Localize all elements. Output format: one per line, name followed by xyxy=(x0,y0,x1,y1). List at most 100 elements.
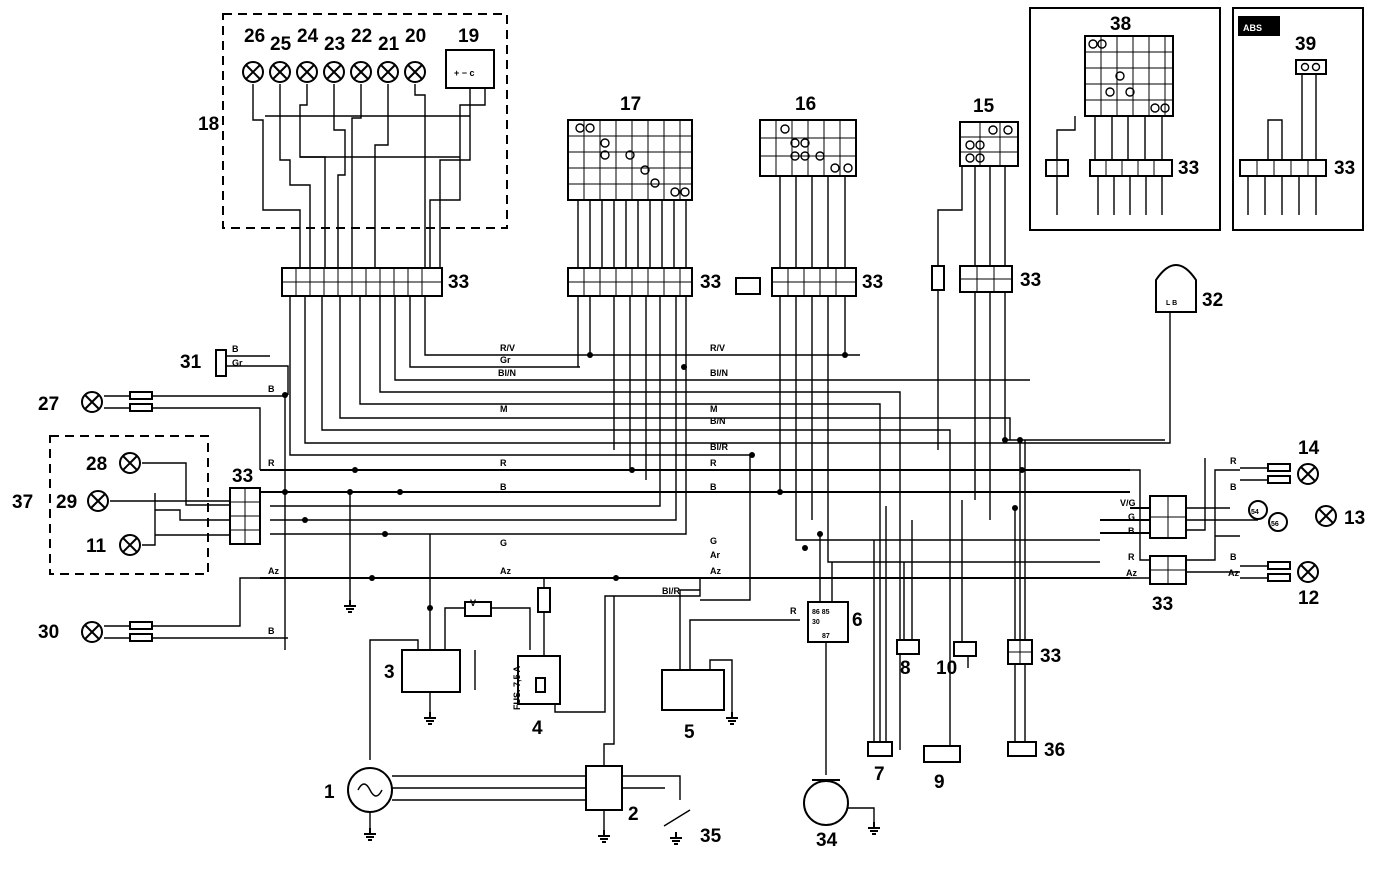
label-14: 14 xyxy=(1298,438,1320,459)
label-35: 35 xyxy=(700,826,722,847)
wire-color-label: Gr xyxy=(500,355,511,365)
connector-36 xyxy=(1007,741,1037,757)
label-39: 39 xyxy=(1295,34,1316,55)
label-22: 22 xyxy=(351,26,372,47)
wire-color-label: Az xyxy=(710,566,721,576)
label-29: 29 xyxy=(56,492,77,513)
label-15: 15 xyxy=(973,96,995,117)
relay-pins-mid: 30 xyxy=(812,619,820,626)
label-2: 2 xyxy=(628,804,639,825)
lamp-13 xyxy=(1315,505,1337,527)
label-4: 4 xyxy=(532,718,543,739)
wire-labels: R/V Gr Bl/N M R B G Az R/V Bl/N M B/N Bl… xyxy=(232,343,1239,636)
label-1: 1 xyxy=(324,782,335,803)
label-9: 9 xyxy=(934,772,945,793)
inset-39 xyxy=(1232,7,1364,231)
label-10: 10 xyxy=(936,658,957,679)
label-33-a: 33 xyxy=(448,272,469,293)
wire-color-label: R xyxy=(268,458,275,468)
wire-color-label: V xyxy=(470,598,476,608)
label-33-c: 33 xyxy=(862,272,883,293)
connector-7 xyxy=(867,741,893,757)
lamp-27 xyxy=(81,391,103,413)
wire-color-label: B xyxy=(268,384,275,394)
label-37: 37 xyxy=(12,492,33,513)
horn-32 xyxy=(1155,264,1197,313)
switch-17 xyxy=(567,119,693,201)
wire-color-label: Gr xyxy=(232,358,243,368)
label-33-e: 33 xyxy=(1178,158,1199,179)
label-12: 12 xyxy=(1298,588,1319,609)
label-34: 34 xyxy=(816,830,838,851)
wire-color-label: G xyxy=(1128,512,1135,522)
wire-color-label: G xyxy=(710,536,717,546)
wire-color-label: R xyxy=(710,458,717,468)
relay-6 xyxy=(807,601,849,643)
wire-color-label: B/N xyxy=(710,416,726,426)
label-31: 31 xyxy=(180,352,202,373)
label-19: 19 xyxy=(458,26,479,47)
label-16: 16 xyxy=(795,94,816,115)
abs-label: ABS xyxy=(1243,23,1262,33)
label-32: 32 xyxy=(1202,290,1223,311)
wire-color-label: G xyxy=(500,538,507,548)
wire-color-label: Az xyxy=(500,566,511,576)
label-33-d: 33 xyxy=(1020,270,1041,291)
pin-56: 56 xyxy=(1271,521,1279,528)
label-13: 13 xyxy=(1344,508,1365,529)
battery-gauge-label: + − c xyxy=(454,68,475,78)
label-33-i: 33 xyxy=(1040,646,1061,667)
wire-color-label: V/G xyxy=(1120,498,1136,508)
regulator-3 xyxy=(401,649,461,693)
wire-color-label: R xyxy=(1230,456,1237,466)
label-28: 28 xyxy=(86,454,107,475)
lamp-28 xyxy=(119,452,141,474)
connector-10 xyxy=(953,641,977,657)
label-24: 24 xyxy=(297,26,319,47)
pin-54: 54 xyxy=(1251,509,1259,516)
label-18: 18 xyxy=(198,114,219,135)
wire-color-label: R xyxy=(1128,552,1135,562)
wire-color-label: Bl/N xyxy=(498,368,516,378)
small-connector xyxy=(735,277,761,295)
battery-5 xyxy=(661,669,725,711)
label-26: 26 xyxy=(244,26,265,47)
label-33-h: 33 xyxy=(1152,594,1173,615)
wire-color-label: R/V xyxy=(500,343,515,353)
lamp-row xyxy=(242,61,426,83)
lamp-14 xyxy=(1297,463,1319,485)
label-27: 27 xyxy=(38,394,59,415)
wire-color-label: Bl/R xyxy=(662,586,681,596)
instrument-cluster-outline xyxy=(222,13,508,229)
label-33-f: 33 xyxy=(1334,158,1355,179)
lamp-29 xyxy=(87,490,109,512)
sensor-9 xyxy=(923,745,961,763)
wire-color-label: R xyxy=(500,458,507,468)
label-20: 20 xyxy=(405,26,426,47)
label-11: 11 xyxy=(86,536,107,557)
horn-label: L B xyxy=(1166,300,1177,307)
label-38: 38 xyxy=(1110,14,1131,35)
lamp-30 xyxy=(81,621,103,643)
label-7: 7 xyxy=(874,764,885,785)
wire-color-label: M xyxy=(500,404,508,414)
label-8: 8 xyxy=(900,658,911,679)
lamp-12 xyxy=(1297,561,1319,583)
wire-color-label: B xyxy=(710,482,717,492)
wire-color-label: B xyxy=(1230,482,1237,492)
label-25: 25 xyxy=(270,34,292,55)
wire-color-label: Bl/R xyxy=(710,442,729,452)
label-23: 23 xyxy=(324,34,345,55)
relay-pins-bottom: 87 xyxy=(822,633,830,640)
wire-color-label: Az xyxy=(1228,568,1239,578)
wire-color-label: Ar xyxy=(710,550,720,560)
wire-color-label: Az xyxy=(1126,568,1137,578)
wire-color-label: B xyxy=(1128,526,1135,536)
wire-color-label: B xyxy=(268,626,275,636)
lamp-11 xyxy=(119,534,141,556)
relay-pins-top: 86 85 xyxy=(812,609,830,616)
label-33-g: 33 xyxy=(232,466,253,487)
wire-color-label: R/V xyxy=(710,343,725,353)
label-36: 36 xyxy=(1044,740,1065,761)
